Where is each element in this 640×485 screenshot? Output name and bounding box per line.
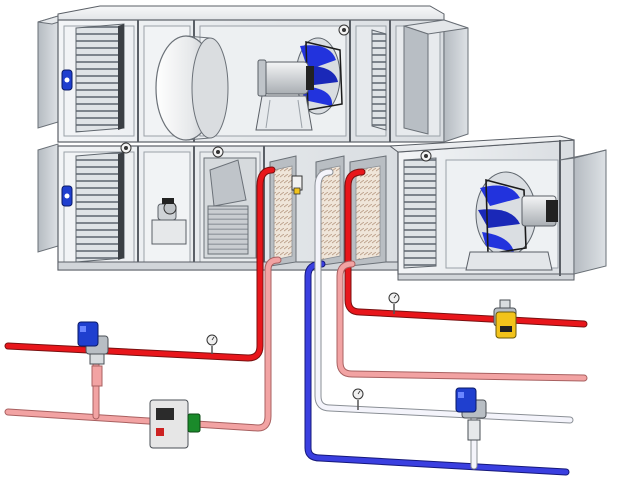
filter-louver-upper bbox=[75, 23, 125, 133]
motorized-valve-reheat bbox=[493, 299, 517, 339]
humidifier-pump bbox=[151, 198, 187, 245]
damper-actuator-upper-icon bbox=[61, 69, 73, 91]
bag-filter bbox=[203, 157, 257, 259]
motorized-valve-hot bbox=[77, 321, 109, 387]
filter-louver-lower bbox=[75, 151, 125, 263]
supply-fan-lower bbox=[465, 171, 558, 271]
coil-bank bbox=[269, 155, 387, 267]
damper-actuator-lower-icon bbox=[61, 185, 73, 207]
sensor-icon bbox=[120, 24, 432, 162]
rotary-heat-exchanger bbox=[155, 35, 229, 141]
motorized-valve-chilled bbox=[455, 387, 487, 441]
inlet-duct-lower bbox=[37, 143, 59, 253]
supply-fan-upper bbox=[255, 37, 343, 131]
discharge-duct-upper bbox=[403, 19, 469, 143]
wall-controller bbox=[149, 399, 201, 449]
outlet-louver-upper bbox=[371, 29, 387, 131]
pipe-hot-return bbox=[4, 256, 282, 432]
piping bbox=[4, 166, 588, 476]
pressure-gauge-icon bbox=[206, 292, 400, 410]
discharge-duct-lower bbox=[559, 149, 607, 275]
